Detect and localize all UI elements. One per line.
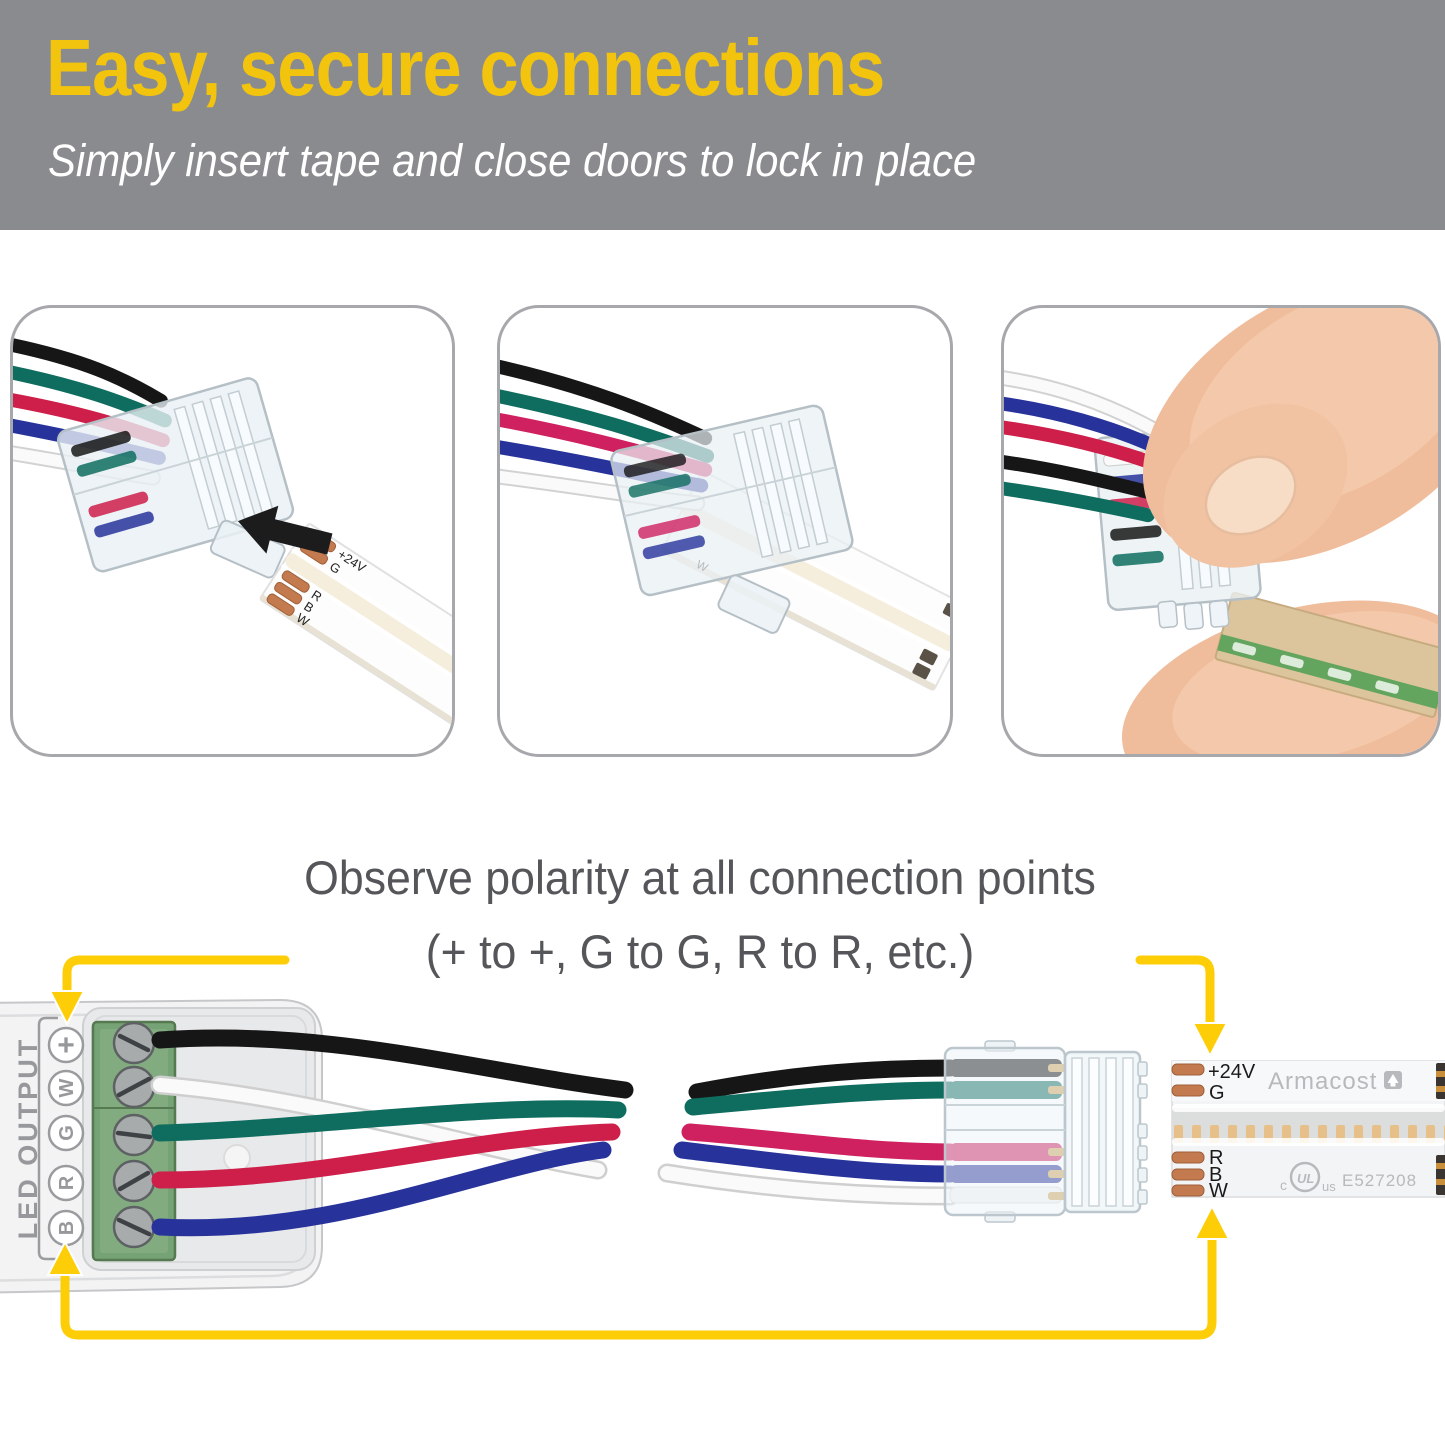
tape-end-components xyxy=(912,603,950,680)
terminal-r: R xyxy=(56,1175,78,1190)
strip-connector xyxy=(943,1040,1148,1223)
terminal-plus: + xyxy=(57,1029,75,1062)
ul-prefix: c xyxy=(1280,1177,1287,1193)
wire-bundle xyxy=(1004,370,1161,523)
strip-end-components xyxy=(1436,1063,1445,1195)
polarity-note-line2: (+ to +, G to G, R to R, etc.) xyxy=(425,925,975,978)
step-photo-3 xyxy=(1001,305,1441,757)
arrow-to-w-pad xyxy=(1193,1203,1231,1240)
strip-label-24v: +24V xyxy=(1208,1061,1256,1083)
terminal-w: W xyxy=(56,1078,78,1097)
thumb-nail xyxy=(1204,455,1297,536)
step2-scene: W xyxy=(500,359,950,691)
strip-label-r: R xyxy=(1209,1147,1223,1169)
tape-connector xyxy=(56,377,295,579)
led-strip: +24V G R B W Armacost c UL us E527208 xyxy=(1171,1060,1445,1202)
header-banner: Easy, secure connections Simply insert t… xyxy=(0,0,1445,230)
ul-number: E527208 xyxy=(1342,1171,1417,1190)
terminal-bracket xyxy=(37,1016,58,1261)
step-photo-2: W xyxy=(497,305,953,757)
strip-label-g: G xyxy=(1209,1082,1225,1104)
connector-teeth xyxy=(1157,599,1230,631)
strip-pads xyxy=(1171,1063,1205,1197)
thumb xyxy=(1142,308,1438,568)
wiring-diagram: LED OUTPUT + W G R B xyxy=(0,955,1445,1340)
polarity-arrows xyxy=(46,955,1231,1340)
arrow-to-24v-pad xyxy=(1191,1022,1229,1059)
page-title: Easy, secure connections xyxy=(46,23,885,112)
step-photo-1: +24V G R B W xyxy=(10,305,455,757)
step1-scene: +24V G R B W xyxy=(13,338,452,739)
arrow-to-b-terminal xyxy=(46,1239,84,1276)
led-tape: +24V G R B W xyxy=(259,523,452,739)
wire-run-right xyxy=(657,1059,960,1206)
tape-connector xyxy=(610,404,854,634)
terminal-g: G xyxy=(56,1125,78,1141)
connector-door-flap xyxy=(717,574,791,634)
terminal-symbols: + W G R B xyxy=(47,1026,85,1247)
cob-led-band xyxy=(1172,1108,1445,1143)
insert-arrow-icon xyxy=(237,505,333,555)
ul-certification: c UL us E527208 xyxy=(1280,1161,1417,1194)
ul-mark: UL xyxy=(1297,1171,1314,1186)
brand-logo-icon xyxy=(1384,1071,1402,1089)
strip-label-b: B xyxy=(1209,1164,1222,1186)
ul-suffix: us xyxy=(1322,1179,1336,1194)
brand-watermark: Armacost xyxy=(1268,1068,1377,1095)
strip-label-w: W xyxy=(1209,1180,1228,1202)
polarity-note-line1: Observe polarity at all connection point… xyxy=(304,851,1096,904)
arrow-to-plus-terminal xyxy=(48,990,86,1027)
step3-scene xyxy=(1004,308,1438,754)
wire-run-left xyxy=(150,1029,634,1237)
page-subtitle: Simply insert tape and close doors to lo… xyxy=(48,135,977,186)
terminal-b: B xyxy=(56,1221,78,1235)
